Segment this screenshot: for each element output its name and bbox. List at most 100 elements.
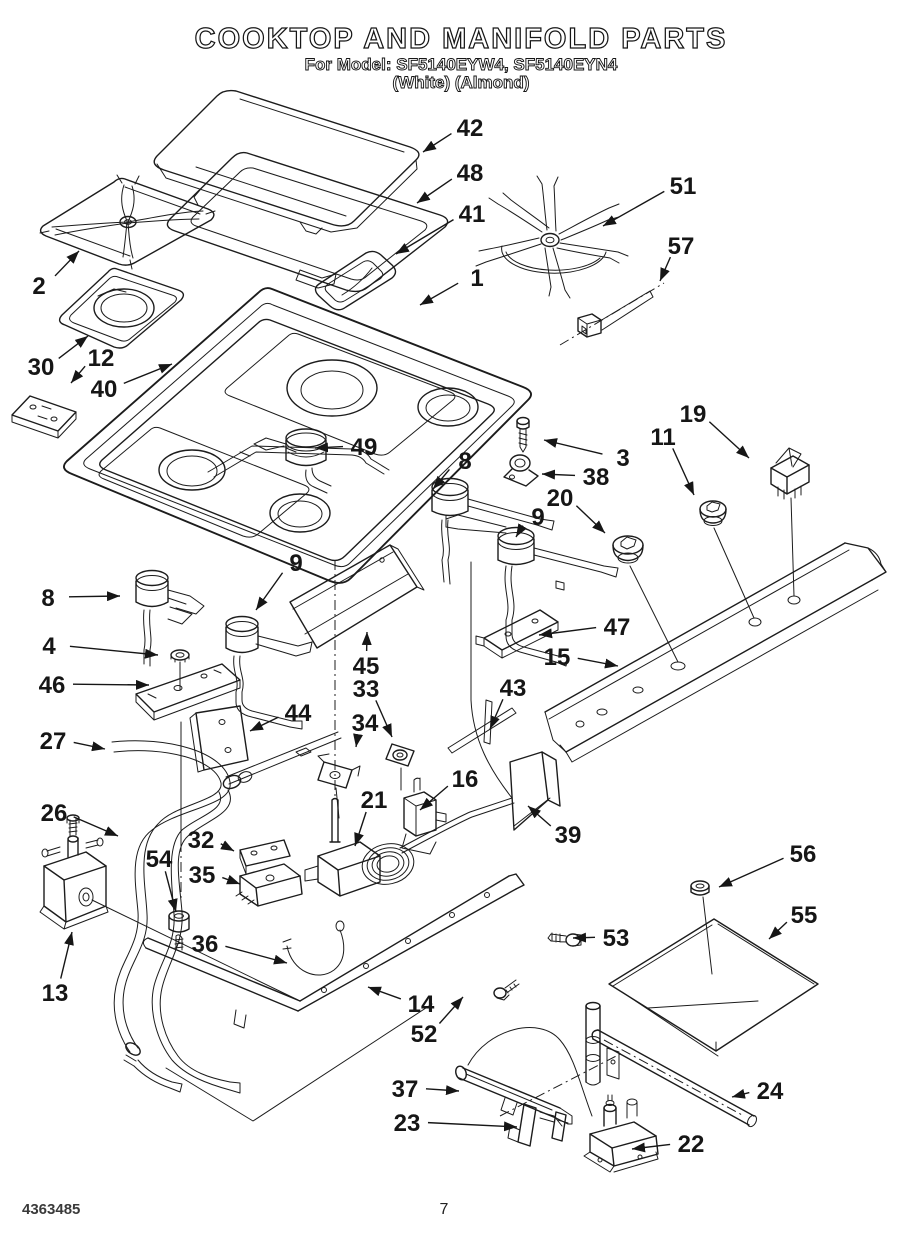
part-15-manifold-rail	[544, 497, 887, 763]
part-number-4: 4	[42, 633, 56, 660]
leader-line-46	[72, 679, 150, 690]
part-56-nut	[690, 880, 713, 975]
part-30-drip-pan	[58, 267, 185, 349]
part-20-grommet	[612, 535, 644, 564]
part-number-38: 38	[583, 464, 610, 491]
part-number-13: 13	[42, 980, 69, 1007]
part-8-burner-valve-right	[431, 477, 555, 585]
part-number-21: 21	[361, 787, 388, 814]
part-number-39: 39	[555, 822, 582, 849]
part-53-screw	[547, 932, 582, 947]
leader-line-44	[249, 716, 279, 732]
part-24-pilot-tube	[585, 1001, 758, 1128]
part-37-pilot-burner-tube	[455, 1027, 625, 1125]
leader-line-19	[708, 421, 750, 459]
part-16-valve	[401, 777, 447, 855]
part-number-2: 2	[32, 273, 45, 300]
part-number-3: 3	[616, 445, 629, 472]
leader-line-57	[659, 256, 672, 282]
leader-line-42	[422, 132, 452, 153]
part-3-screw	[516, 416, 530, 453]
part-54-spacer	[168, 910, 190, 933]
part-47-bracket	[475, 609, 559, 659]
part-number-15: 15	[544, 644, 571, 671]
part-42-main-top-lid	[153, 89, 420, 235]
part-22-safety-valve	[583, 1094, 659, 1173]
leader-line-56	[718, 857, 784, 888]
leader-line-51	[602, 190, 665, 227]
leader-line-40	[123, 363, 173, 384]
part-number-1: 1	[470, 265, 483, 292]
part-19-rocker-switch	[770, 447, 810, 500]
part-23-pilot-bracket	[507, 1103, 569, 1147]
part-number-9a: 9	[289, 550, 302, 577]
part-number-44: 44	[285, 700, 312, 727]
part-number-26: 26	[41, 800, 68, 827]
part-number-47: 47	[604, 614, 631, 641]
part-9-burner-valve-right2	[445, 514, 619, 667]
part-number-52: 52	[411, 1021, 438, 1048]
leader-line-47	[538, 626, 597, 639]
part-number-24: 24	[757, 1078, 784, 1105]
part-number-16: 16	[452, 766, 479, 793]
part-number-43: 43	[500, 675, 527, 702]
part-number-12: 12	[88, 345, 115, 372]
part-21-thermostat	[304, 560, 515, 897]
leader-line-13	[60, 931, 74, 979]
leader-line-22	[631, 1142, 671, 1153]
part-number-46: 46	[39, 672, 66, 699]
model-line: For Model: SF5140EYW4, SF5140EYN4	[305, 55, 618, 74]
leader-line-43	[489, 699, 504, 730]
part-number-35: 35	[189, 862, 216, 889]
leader-line-37	[425, 1085, 460, 1096]
color-line: (White) (Almond)	[393, 73, 530, 92]
page-number: 7	[440, 1201, 449, 1218]
leader-line-39	[527, 805, 552, 827]
part-49-burner-head	[253, 428, 332, 494]
leader-line-8a	[68, 591, 121, 602]
part-44-bracket	[180, 705, 249, 898]
part-number-19: 19	[680, 401, 707, 428]
part-number-14: 14	[408, 991, 435, 1018]
part-14-manifold-pipe	[142, 873, 525, 1029]
leader-line-52	[438, 996, 464, 1024]
leader-line-20	[575, 505, 606, 534]
leader-line-32	[220, 840, 235, 852]
part-number-22: 22	[678, 1131, 705, 1158]
part-48-seal-frame	[166, 151, 449, 293]
part-4-locknut	[170, 649, 190, 691]
part-number-48: 48	[457, 160, 484, 187]
part-45-shield	[289, 544, 425, 649]
part-number-9b: 9	[531, 504, 544, 531]
part-number-11: 11	[650, 424, 675, 451]
part-51-spider-grate	[475, 175, 629, 299]
part-8-burner-valve-left	[135, 569, 205, 667]
leader-line-16	[419, 785, 449, 811]
leader-line-2	[54, 250, 80, 277]
part-57-ignitor-electrode	[559, 282, 665, 346]
part-number-27: 27	[40, 728, 67, 755]
part-40-cooktop-panel	[98, 318, 495, 562]
leader-line-36	[225, 945, 288, 965]
part-46-bracket	[135, 663, 241, 721]
part-52-orifice-screw	[493, 979, 520, 1001]
leader-line-14	[367, 986, 402, 1000]
part-1-top-frame	[63, 287, 532, 584]
part-number-40: 40	[91, 376, 118, 403]
part-number-8b: 8	[458, 448, 471, 475]
leader-line-38	[541, 469, 576, 480]
part-2-burner-grate	[39, 174, 216, 270]
leader-line-21	[354, 811, 367, 847]
part-35-switch-box	[235, 863, 303, 907]
leader-line-27	[73, 741, 106, 752]
part-43-strip	[447, 699, 517, 754]
part-number-55: 55	[791, 902, 818, 929]
leader-line-11	[672, 448, 695, 496]
part-41-burner-well-liner	[314, 250, 397, 311]
leader-line-34	[353, 733, 363, 748]
leader-line-23	[427, 1121, 518, 1132]
part-number-49: 49	[351, 434, 378, 461]
part-32-bracket	[239, 839, 291, 875]
part-12-bracket	[11, 395, 77, 439]
